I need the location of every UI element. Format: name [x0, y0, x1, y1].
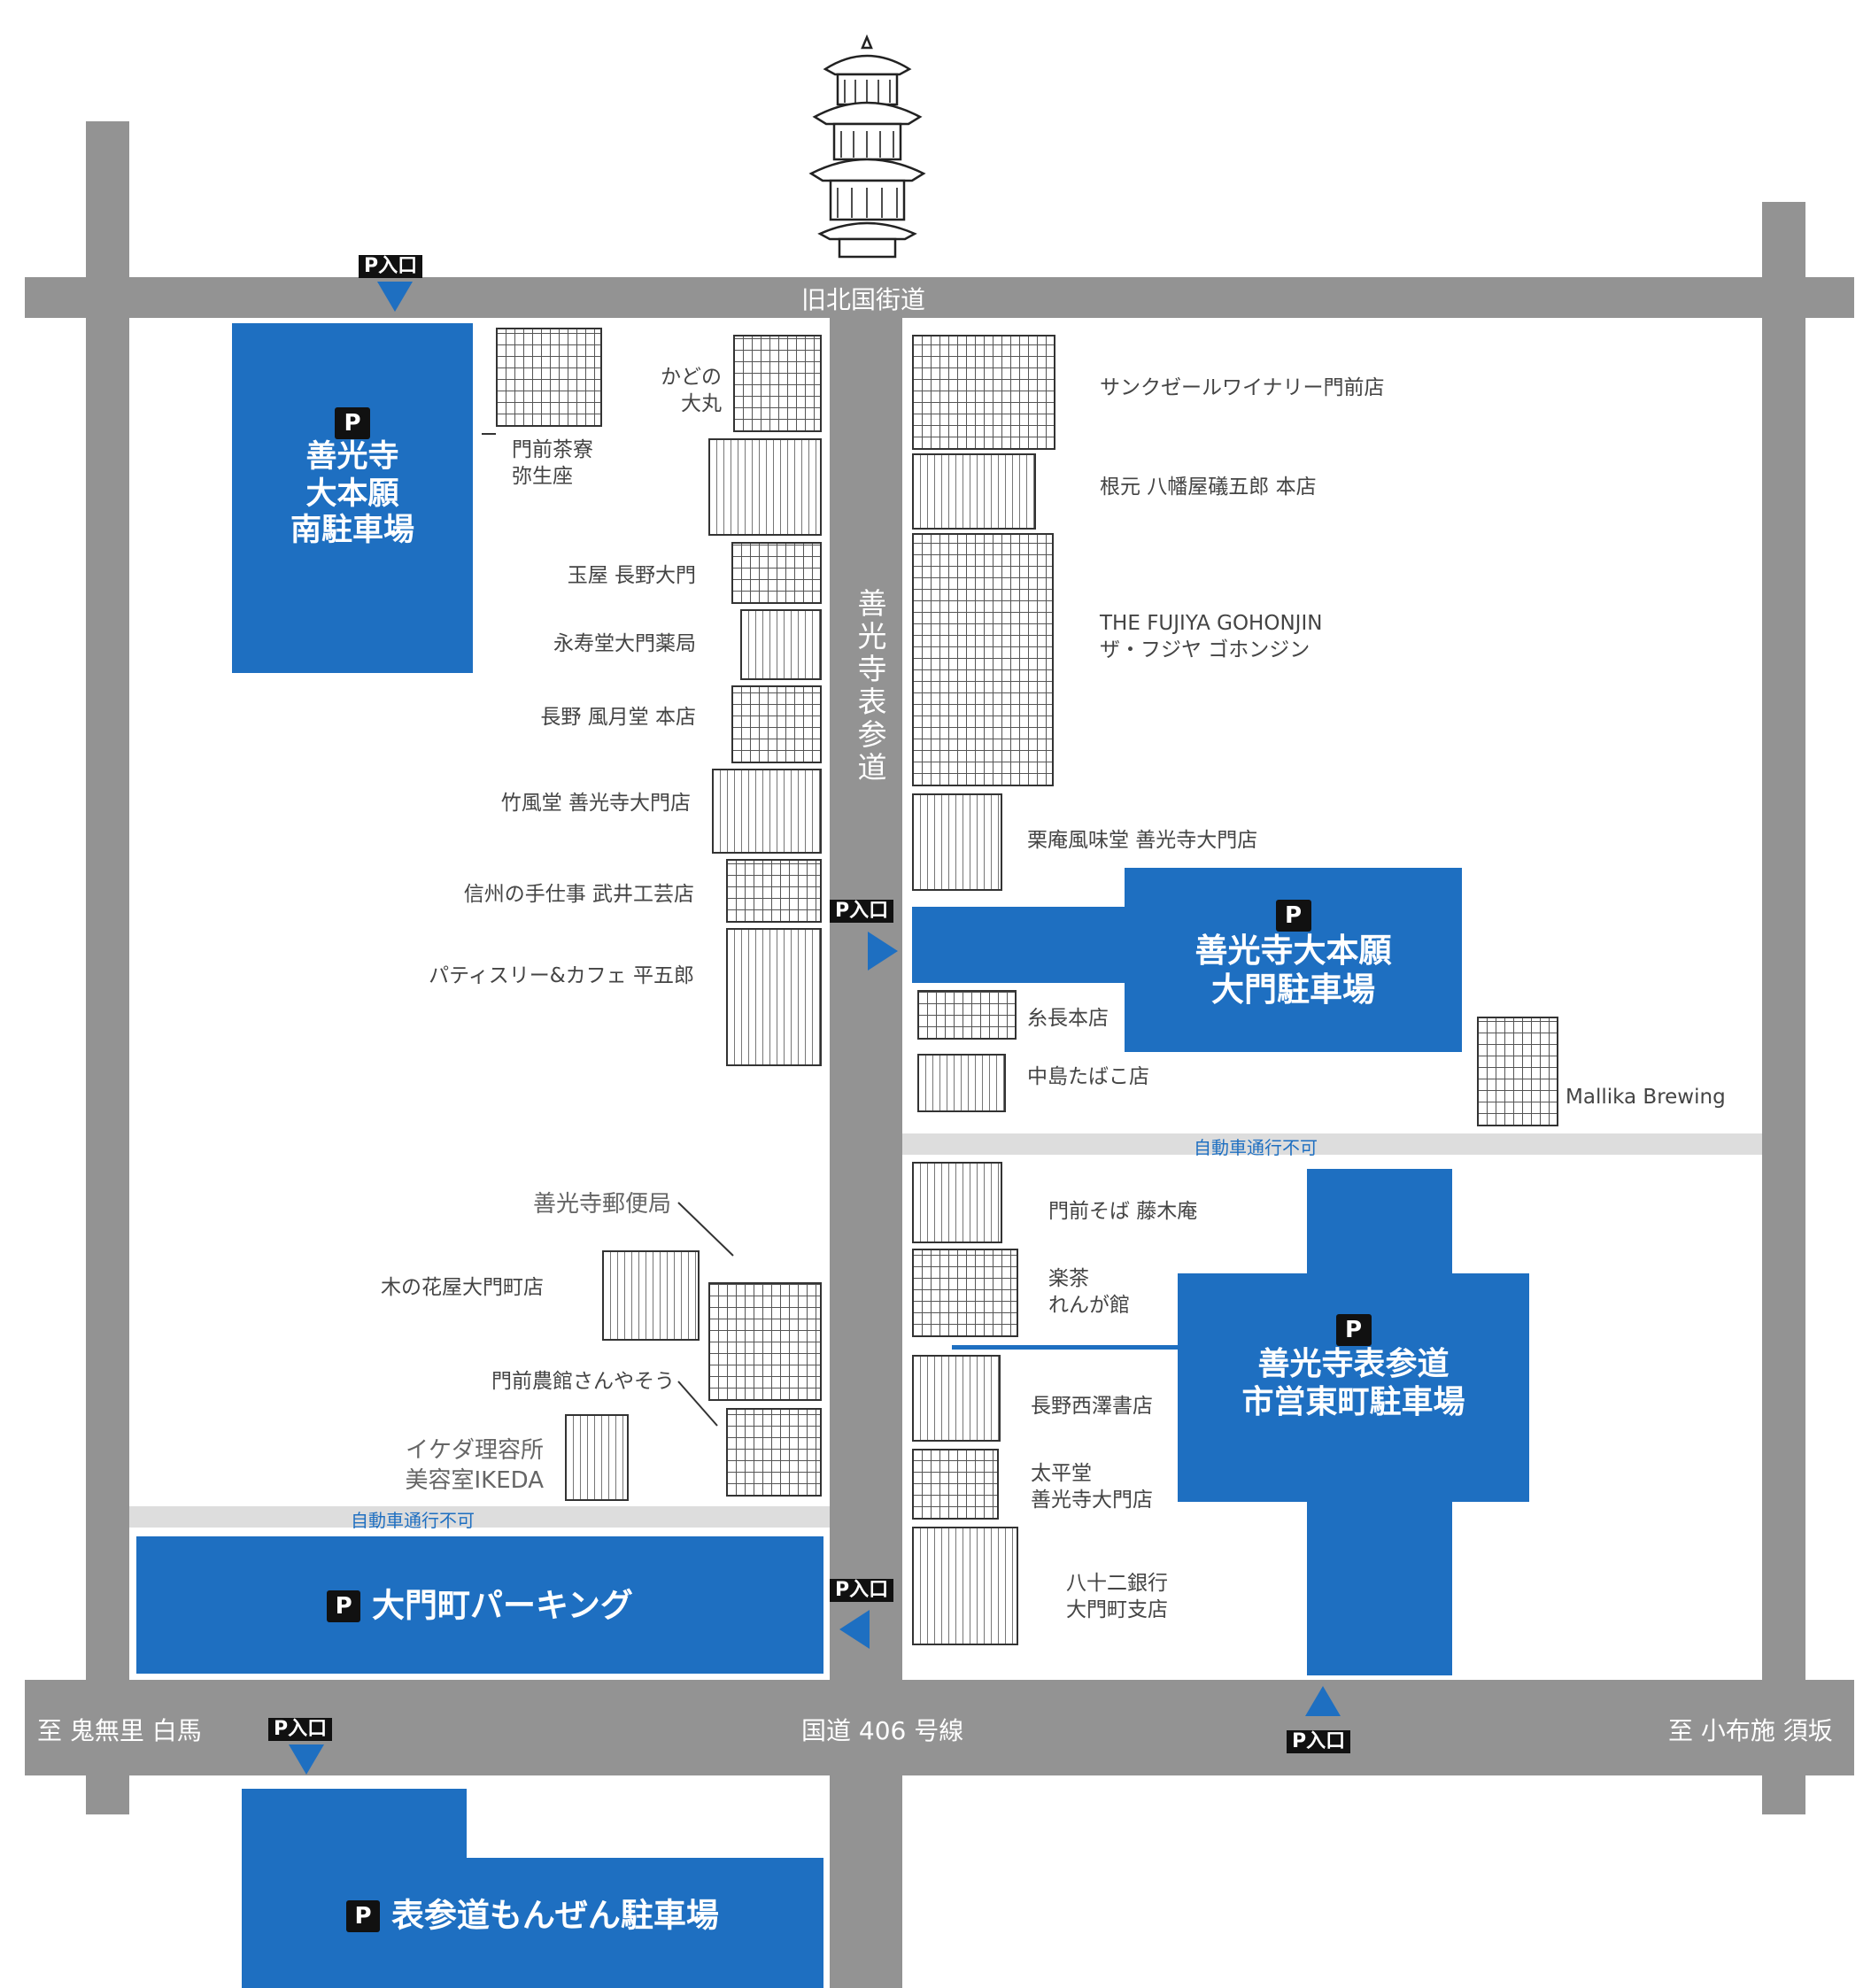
- shop-label: 信州の手仕事 武井工芸店: [463, 883, 694, 906]
- building-taiheido: [912, 1449, 999, 1520]
- building-tamaya: [731, 542, 822, 604]
- parking-p-icon: P: [327, 1590, 361, 1622]
- shop-label: 根元 八幡屋礒五郎 本店: [1100, 476, 1317, 499]
- shop-label: 長野西澤書店: [1031, 1395, 1153, 1418]
- entry-badge-monzen: P入口: [268, 1718, 333, 1741]
- building-monzen-saryo: [496, 328, 602, 427]
- parking-daimon[interactable]: [1125, 868, 1462, 1052]
- building-fujikian: [912, 1162, 1002, 1243]
- road-label-route-406: 国道 406 号線: [801, 1716, 964, 1745]
- parking-minami[interactable]: [232, 323, 473, 673]
- shop-label: 善光寺郵便局: [532, 1191, 671, 1218]
- building-konohanaya: [602, 1250, 700, 1341]
- building-eijudo: [740, 609, 822, 680]
- parking-p-icon: P: [1275, 900, 1311, 932]
- no-car-lane-west: [129, 1506, 830, 1528]
- building-fugetsudo: [731, 685, 822, 763]
- entry-badge-daimoncho: P入口: [830, 1579, 894, 1602]
- shop-label: 木の花屋大門町店: [381, 1276, 544, 1299]
- no-car-label-east: 自動車通行不可: [1194, 1137, 1318, 1158]
- no-car-lane-east: [902, 1133, 1762, 1155]
- road-label-to-west: 至 鬼無里 白馬: [37, 1716, 202, 1745]
- shop-label: 永寿堂大門薬局: [553, 632, 696, 655]
- parking-daimon-access: [912, 907, 1133, 983]
- shop-label: 門前茶寮弥生座: [512, 438, 593, 488]
- parking-higashimachi-wide: [1178, 1273, 1529, 1502]
- building-heigoro: [726, 928, 822, 1066]
- parking-minami-label: P 善光寺 大本願 南駐車場: [232, 403, 473, 549]
- road-east-vertical: [1762, 202, 1805, 1814]
- parking-p-icon: P: [335, 407, 370, 439]
- shop-label: 糸長本店: [1027, 1007, 1109, 1030]
- triangle-arrow-icon: [839, 1610, 870, 1649]
- building-hachijuni: [912, 1527, 1018, 1645]
- building-yawataya: [912, 453, 1036, 530]
- entry-badge-minami: P入口: [359, 255, 423, 278]
- building-kurian: [912, 793, 1002, 891]
- building-st-cousair: [912, 335, 1055, 450]
- shop-label: イケダ理容所美容室IKEDA: [405, 1437, 545, 1494]
- building-nishizawa: [912, 1355, 1001, 1442]
- shop-label: 長野 風月堂 本店: [540, 706, 696, 729]
- shop-label: 玉屋 長野大門: [567, 564, 696, 587]
- parking-monzen-label: P 表参道もんぜん駐車場: [242, 1895, 823, 1935]
- shop-label: 八十二銀行大門町支店: [1066, 1572, 1168, 1621]
- parking-higashimachi-access: [952, 1345, 1180, 1350]
- parking-daimoncho[interactable]: [136, 1536, 823, 1674]
- road-label-kyu-hokkoku: 旧北国街道: [801, 285, 926, 314]
- building-takei: [726, 859, 822, 923]
- no-car-label-west: 自動車通行不可: [351, 1510, 475, 1531]
- building-kadono-daimaru: [733, 335, 822, 432]
- shop-label: かどの大丸: [661, 366, 722, 415]
- road-kyu-hokkoku: [25, 277, 1854, 318]
- temple-icon: [808, 34, 926, 259]
- building-renga: [912, 1249, 1018, 1337]
- entry-badge-higashimachi: P入口: [1287, 1730, 1351, 1753]
- building-sanyaso: [726, 1408, 822, 1497]
- building-fujiya: [912, 533, 1054, 786]
- building-post-office: [708, 1282, 822, 1401]
- triangle-arrow-icon: [1305, 1686, 1341, 1716]
- road-omotesando: [830, 318, 902, 1988]
- building-ikeda: [565, 1414, 629, 1501]
- triangle-arrow-icon: [377, 282, 413, 312]
- road-label-omotesando: 善光寺表参道: [853, 588, 887, 785]
- parking-daimon-label: P 善光寺大本願 大門駐車場: [1125, 893, 1462, 1009]
- building-chikufudo: [712, 769, 822, 854]
- shop-label: 太平堂善光寺大門店: [1031, 1462, 1153, 1512]
- building-left-2: [708, 438, 822, 536]
- parking-p-icon: P: [1335, 1314, 1372, 1346]
- shop-label: パティスリー&カフェ 平五郎: [429, 964, 694, 987]
- parking-p-icon: P: [346, 1899, 381, 1932]
- shop-label: Mallika Brewing: [1566, 1086, 1726, 1109]
- road-west-vertical: [86, 121, 129, 1814]
- shop-label: 竹風堂 善光寺大門店: [500, 792, 691, 815]
- building-nakajima: [917, 1054, 1006, 1112]
- shop-label: 楽茶れんが館: [1048, 1267, 1130, 1317]
- shop-label: サンクゼールワイナリー門前店: [1100, 376, 1385, 399]
- building-mallika: [1477, 1017, 1558, 1126]
- shop-label: 門前そば 藤木庵: [1048, 1200, 1198, 1223]
- building-itocho: [917, 990, 1017, 1040]
- shop-label: 門前農館さんやそう: [491, 1370, 675, 1393]
- shop-label: 中島たばこ店: [1027, 1065, 1149, 1088]
- triangle-arrow-icon: [868, 932, 898, 971]
- parking-daimoncho-label: P 大門町パーキング: [136, 1585, 823, 1625]
- triangle-arrow-icon: [289, 1744, 324, 1775]
- shop-label: 栗庵風味堂 善光寺大門店: [1027, 829, 1258, 852]
- entry-badge-daimon: P入口: [830, 900, 894, 923]
- parking-monzen-wide: [242, 1858, 823, 1988]
- road-label-to-east: 至 小布施 須坂: [1668, 1716, 1833, 1745]
- parking-higashimachi-label: P 善光寺表参道 市営東町駐車場: [1178, 1309, 1529, 1421]
